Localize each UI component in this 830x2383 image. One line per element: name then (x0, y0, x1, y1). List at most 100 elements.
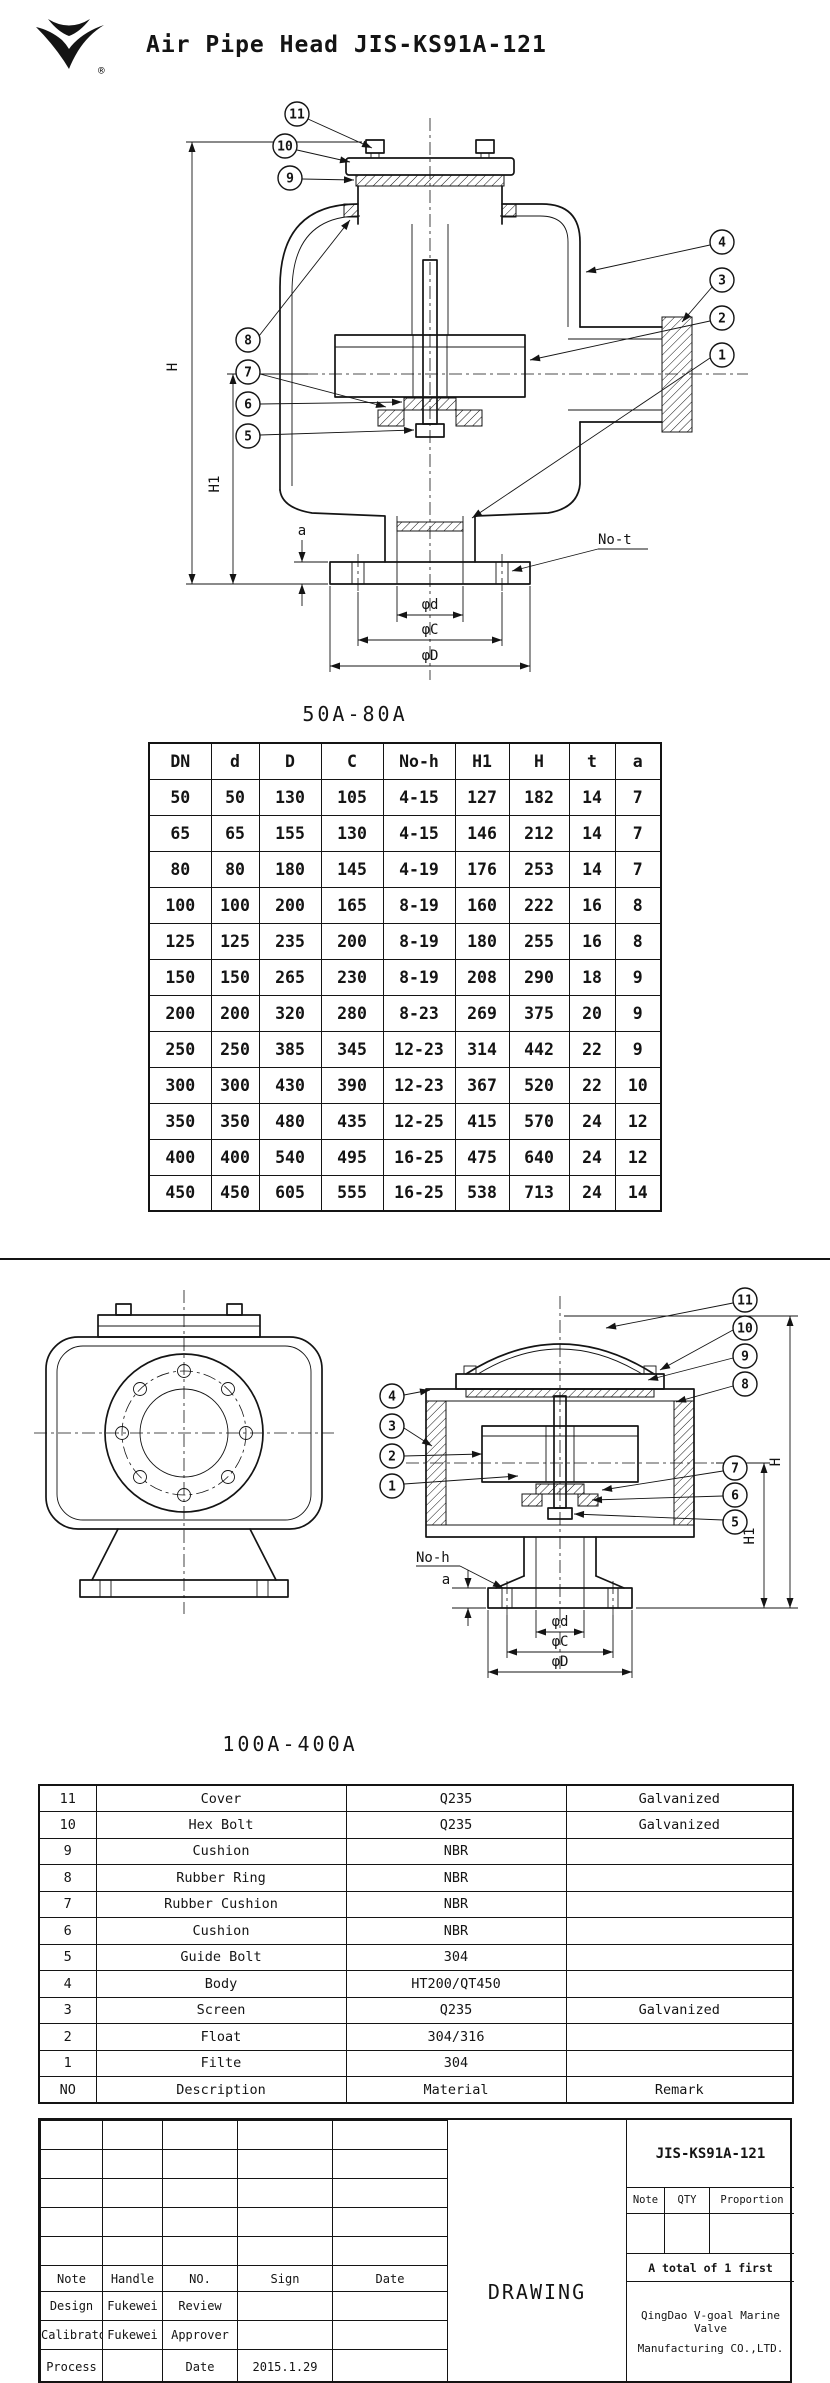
table-cell: 16-25 (382, 1174, 456, 1212)
table-cell (565, 2023, 794, 2051)
table-cell: 50 (210, 778, 260, 816)
company-name: QingDao V-goal Marine Valve Manufacturin… (627, 2282, 794, 2382)
balloon-6: 6 (244, 398, 252, 413)
col-header: t (568, 742, 616, 780)
title-block: Note Handle NO. Sign Date Design Fukewei… (38, 2118, 794, 2383)
table-cell: 8 (38, 1864, 97, 1892)
table-cell: 146 (454, 814, 510, 852)
table-cell: 475 (454, 1138, 510, 1176)
table-cell: Guide Bolt (95, 1943, 347, 1971)
balloon-2: 2 (388, 1450, 396, 1465)
balloon-5: 5 (244, 430, 252, 445)
table-cell: 12 (614, 1102, 662, 1140)
table-cell (565, 1837, 794, 1865)
balloon-9: 9 (741, 1350, 749, 1365)
table-cell: 713 (508, 1174, 570, 1212)
empty-cell (332, 2291, 448, 2321)
table-cell: Cushion (95, 1837, 347, 1865)
balloon-4: 4 (718, 236, 726, 251)
table-cell: NBR (345, 1864, 567, 1892)
table-cell: 80 (210, 850, 260, 888)
table-cell: Float (95, 2023, 347, 2051)
table-cell: 435 (320, 1102, 384, 1140)
table-cell: 450 (210, 1174, 260, 1212)
table-cell: 12-25 (382, 1102, 456, 1140)
sheet-header: ® Air Pipe Head JIS-KS91A-121 (30, 12, 547, 78)
float-part (334, 334, 526, 398)
col-header: d (210, 742, 260, 780)
table-cell: 9 (38, 1837, 97, 1865)
table-cell: 6 (38, 1917, 97, 1945)
table-cell: 250 (210, 1030, 260, 1068)
table-cell: 350 (148, 1102, 212, 1140)
table-cell: 400 (210, 1138, 260, 1176)
design-name: Fukewei (102, 2291, 163, 2321)
col-header: a (614, 742, 662, 780)
table-cell: 640 (508, 1138, 570, 1176)
balloon-6: 6 (731, 1489, 739, 1504)
empty-cell (332, 2320, 448, 2350)
calibrator-name: Fukewei (102, 2320, 163, 2350)
table-cell: 375 (508, 994, 570, 1032)
table-cell: Cover (95, 1784, 347, 1812)
table-cell: Q235 (345, 1996, 567, 2024)
table-cell: 50 (148, 778, 212, 816)
registered-mark: ® (98, 64, 105, 77)
section-view (406, 1296, 718, 1672)
internal-parts (334, 224, 526, 532)
handle-col-label: Handle (102, 2265, 163, 2292)
table-cell: 4-19 (382, 850, 456, 888)
drawing-100a-400a: H H1 No-h a φd φC φD (34, 1287, 798, 1678)
table-cell: Q235 (345, 1784, 567, 1812)
dim-label-phi-D: φD (422, 648, 439, 664)
table-cell: 10 (614, 1066, 662, 1104)
empty-cell (40, 2236, 103, 2266)
empty-cell (102, 2349, 163, 2383)
table-cell (565, 1943, 794, 1971)
qty-header-row: Note QTY Proportion (627, 2188, 794, 2214)
table-cell: 14 (568, 814, 616, 852)
table-cell: 12 (614, 1138, 662, 1176)
dim-label-no-h: No-h (416, 1550, 450, 1566)
table-cell: Galvanized (565, 1784, 794, 1812)
qty-label: QTY (665, 2188, 710, 2213)
table-cell: 8 (614, 886, 662, 924)
table-cell: 150 (210, 958, 260, 996)
empty-row (40, 2149, 448, 2179)
screen-hatch (661, 316, 693, 433)
table-cell: 14 (568, 778, 616, 816)
qty-value-row (627, 2214, 794, 2254)
bottom-flange (329, 561, 531, 585)
table-cell: 265 (258, 958, 322, 996)
table-cell: 8-19 (382, 958, 456, 996)
drawing-type-cell: DRAWING (447, 2120, 627, 2381)
table-cell: 155 (258, 814, 322, 852)
table-cell: 2 (38, 2023, 97, 2051)
balloon-8: 8 (741, 1378, 749, 1393)
table-cell (565, 1970, 794, 1998)
balloon-10: 10 (277, 140, 293, 155)
table-cell: 605 (258, 1174, 322, 1212)
empty-cell (237, 2207, 333, 2237)
table-cell: 100 (148, 886, 212, 924)
empty-cell (40, 2120, 103, 2150)
dim-label-phi-C: φC (422, 622, 439, 638)
empty-cell (40, 2207, 103, 2237)
table-cell: 16 (568, 922, 616, 960)
empty-cell (237, 2320, 333, 2350)
balloon-9: 9 (286, 172, 294, 187)
table-cell: 150 (148, 958, 212, 996)
drawing-50a-80a: H H1 a No-t φd φC φD (165, 101, 748, 680)
dim-label-no-t: No-t (598, 532, 632, 548)
caption-50a-80a: 50A-80A (302, 702, 408, 726)
table-cell: 415 (454, 1102, 510, 1140)
table-cell: 350 (210, 1102, 260, 1140)
table-cell: 9 (614, 1030, 662, 1068)
